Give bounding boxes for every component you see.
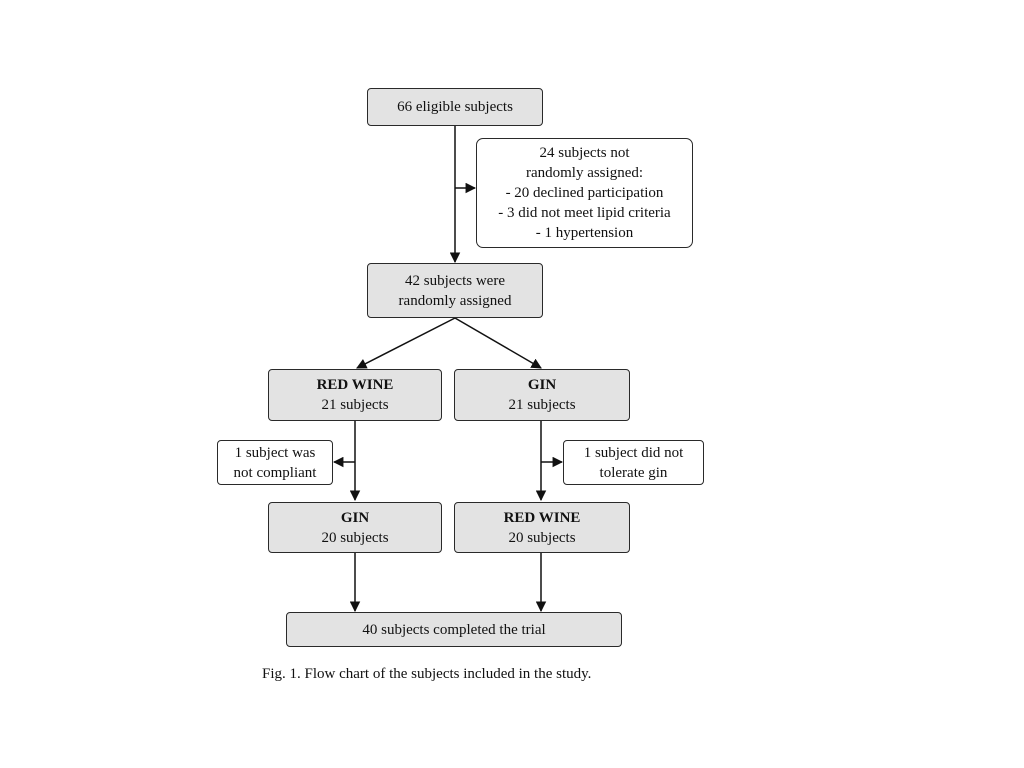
dropout-line: not compliant: [233, 464, 317, 481]
dropout-line: 1 subject was: [234, 444, 316, 461]
arrow-randomized-to-gin: [454, 317, 542, 369]
arm-count: 20 subjects: [321, 529, 389, 546]
arm-title: GIN: [340, 509, 370, 526]
dropout-line: 1 subject did not: [583, 444, 684, 461]
randomized-box: 42 subjects were randomly assigned: [367, 263, 543, 318]
not-randomized-box: 24 subjects not randomly assigned: - 20 …: [476, 138, 693, 248]
eligible-subjects-box: 66 eligible subjects: [367, 88, 543, 126]
arm-gin-second-box: GIN 20 subjects: [268, 502, 442, 553]
arm-title: RED WINE: [503, 509, 581, 526]
dropout-right-box: 1 subject did not tolerate gin: [563, 440, 704, 485]
arm-red-wine-second-box: RED WINE 20 subjects: [454, 502, 630, 553]
not-randomized-line: 24 subjects not: [539, 145, 630, 161]
completed-text: 40 subjects completed the trial: [362, 621, 546, 638]
not-randomized-line: - 1 hypertension: [535, 225, 634, 241]
randomized-line: 42 subjects were: [405, 272, 505, 289]
completed-box: 40 subjects completed the trial: [286, 612, 622, 647]
arm-gin-first-box: GIN 21 subjects: [454, 369, 630, 421]
dropout-line: tolerate gin: [599, 464, 668, 481]
arrow-randomized-to-red-wine: [356, 317, 456, 369]
randomized-line: randomly assigned: [398, 292, 512, 309]
eligible-subjects-text: 66 eligible subjects: [397, 99, 513, 115]
arm-title: RED WINE: [316, 377, 394, 393]
arm-count: 21 subjects: [321, 397, 389, 413]
not-randomized-line: - 20 declined participation: [505, 185, 664, 201]
not-randomized-line: randomly assigned:: [525, 165, 644, 181]
dropout-left-box: 1 subject was not compliant: [217, 440, 333, 485]
arm-red-wine-first-box: RED WINE 21 subjects: [268, 369, 442, 421]
arm-count: 21 subjects: [508, 397, 576, 413]
arm-count: 20 subjects: [508, 529, 576, 546]
figure-caption: Fig. 1. Flow chart of the subjects inclu…: [262, 666, 592, 682]
arm-title: GIN: [527, 377, 557, 393]
not-randomized-line: - 3 did not meet lipid criteria: [498, 205, 671, 221]
